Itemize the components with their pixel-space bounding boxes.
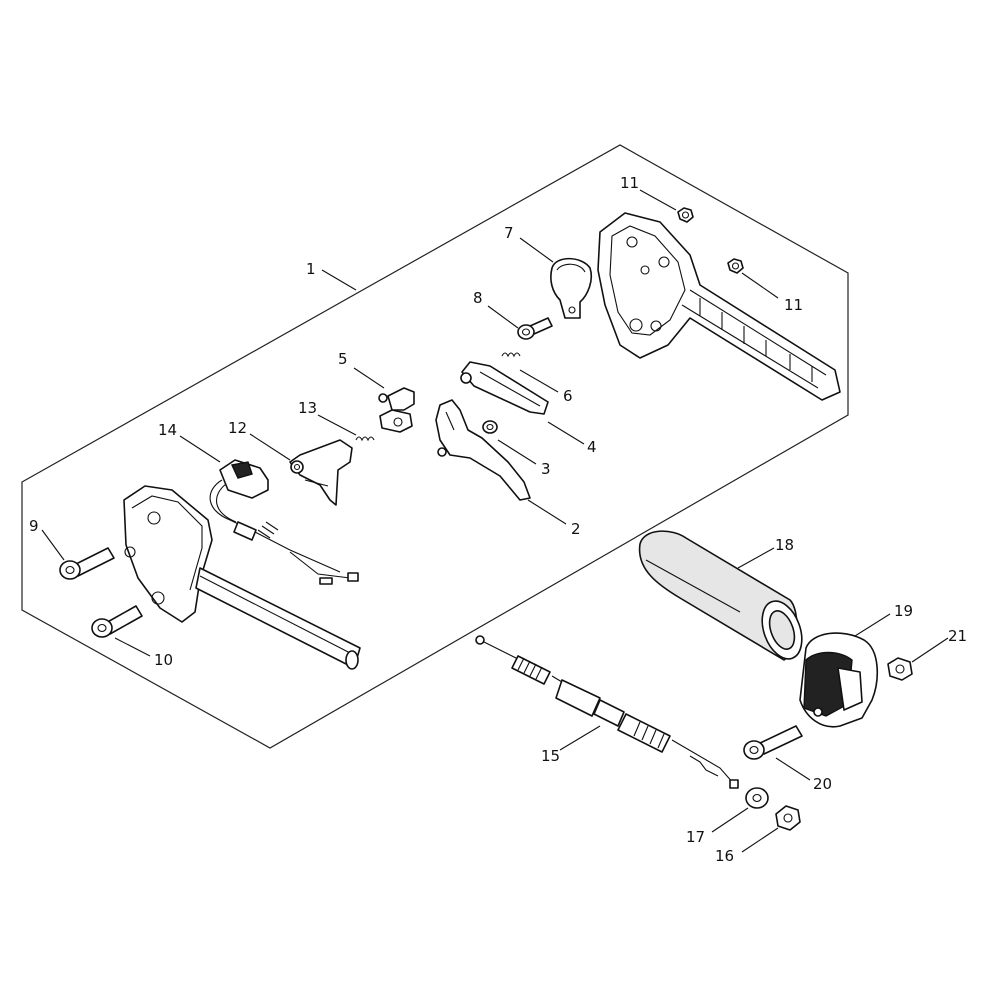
callout-11-upper: 11 bbox=[620, 174, 639, 192]
leader-13 bbox=[317, 414, 357, 436]
nut-21 bbox=[887, 657, 913, 681]
switch-lever-12 bbox=[289, 439, 353, 506]
callout-15: 15 bbox=[541, 747, 560, 765]
callout-8: 8 bbox=[473, 289, 483, 307]
leader-2 bbox=[527, 499, 567, 525]
leader-19 bbox=[854, 613, 891, 637]
leader-20 bbox=[775, 757, 811, 781]
switch-contact-5 bbox=[378, 387, 415, 433]
spring-13 bbox=[355, 436, 375, 442]
leader-15 bbox=[559, 725, 601, 751]
leader-1 bbox=[321, 269, 357, 291]
throttle-trigger-2 bbox=[435, 399, 531, 501]
leader-12 bbox=[249, 433, 291, 461]
grip-tube-18 bbox=[638, 530, 803, 661]
callout-13: 13 bbox=[298, 399, 317, 417]
end-cap-19 bbox=[799, 632, 879, 728]
callout-6: 6 bbox=[563, 387, 573, 405]
spring-6 bbox=[501, 352, 521, 358]
callout-16: 16 bbox=[715, 847, 734, 865]
callout-10: 10 bbox=[154, 651, 173, 669]
leader-18 bbox=[737, 547, 775, 569]
leader-6 bbox=[519, 369, 559, 393]
nut-16 bbox=[775, 805, 801, 831]
leader-14 bbox=[179, 435, 221, 463]
leader-lines bbox=[41, 189, 949, 853]
lock-lever-4 bbox=[460, 361, 549, 415]
assembly-outline bbox=[21, 144, 849, 749]
pin-3 bbox=[482, 420, 498, 434]
handle-housing-right bbox=[597, 212, 841, 401]
leader-21 bbox=[911, 637, 949, 663]
callout-2: 2 bbox=[571, 520, 581, 538]
leader-10 bbox=[114, 637, 151, 657]
callout-labels: 1 2 3 4 5 6 7 8 9 10 11 11 12 13 14 15 1… bbox=[29, 174, 967, 865]
bolt-10 bbox=[91, 605, 143, 638]
callout-12: 12 bbox=[228, 419, 247, 437]
callout-4: 4 bbox=[587, 438, 597, 456]
stop-switch-14 bbox=[209, 459, 359, 585]
clamp-band-7 bbox=[550, 257, 593, 319]
callout-3: 3 bbox=[541, 460, 551, 478]
callout-18: 18 bbox=[775, 536, 794, 554]
callout-21: 21 bbox=[948, 627, 967, 645]
callout-14: 14 bbox=[158, 421, 177, 439]
nut-11-upper bbox=[677, 207, 694, 223]
nut-11-lower bbox=[727, 258, 744, 274]
leader-17 bbox=[711, 807, 749, 833]
callout-11-lower: 11 bbox=[784, 296, 803, 314]
leader-11a bbox=[639, 189, 677, 211]
callout-19: 19 bbox=[894, 602, 913, 620]
leader-3 bbox=[497, 439, 537, 465]
callout-9: 9 bbox=[29, 517, 39, 535]
leader-11b bbox=[741, 272, 779, 299]
leader-16 bbox=[741, 827, 779, 853]
leader-4 bbox=[547, 421, 585, 445]
leader-9 bbox=[41, 529, 65, 561]
leader-8 bbox=[487, 305, 519, 329]
handle-housing-left bbox=[123, 485, 361, 670]
callout-20: 20 bbox=[813, 775, 832, 793]
washer-17 bbox=[745, 787, 769, 809]
callout-7: 7 bbox=[504, 224, 514, 242]
callout-1: 1 bbox=[306, 260, 316, 278]
callout-17: 17 bbox=[686, 828, 705, 846]
throttle-cable-15 bbox=[475, 635, 739, 789]
leader-5 bbox=[353, 367, 385, 389]
bolt-20 bbox=[743, 725, 803, 760]
bolt-9 bbox=[59, 547, 115, 580]
callout-5: 5 bbox=[338, 350, 348, 368]
bolt-8 bbox=[517, 317, 553, 340]
leader-7 bbox=[519, 237, 554, 263]
